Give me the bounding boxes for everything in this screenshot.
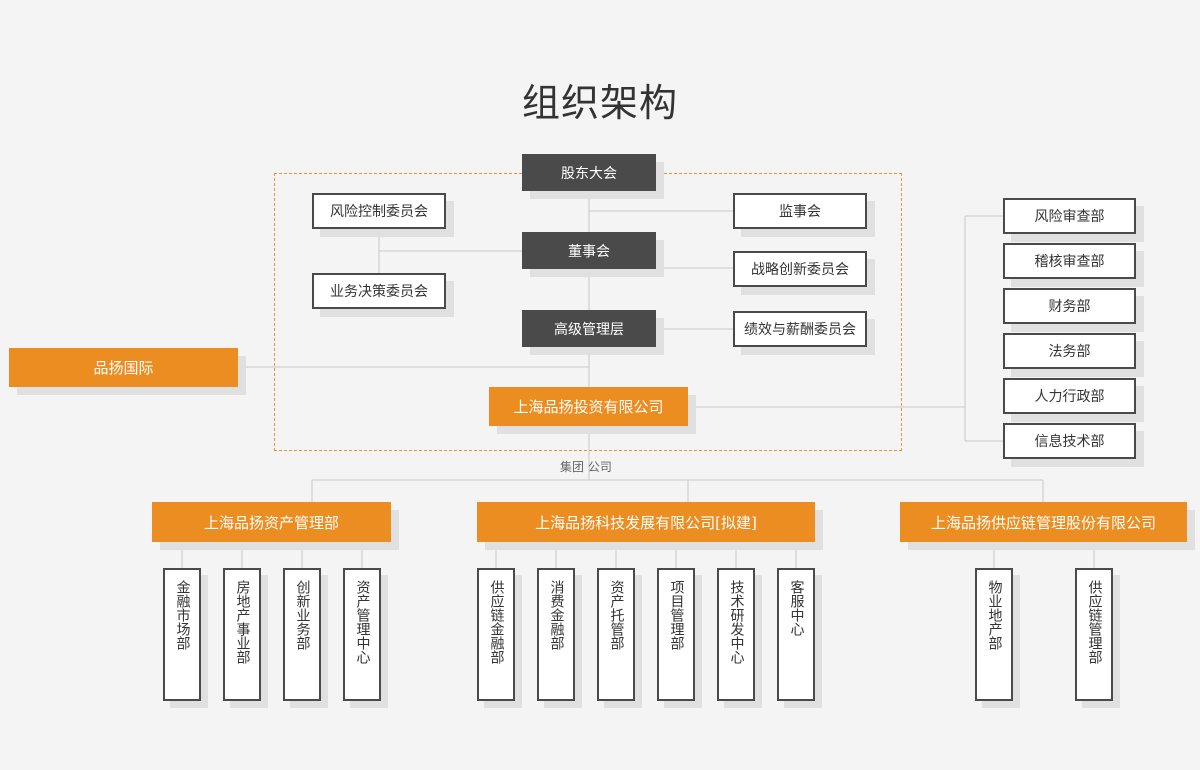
unit-financial-market: 金融市场部 xyxy=(163,568,201,701)
unit-project-management: 项目管理部 xyxy=(657,568,695,701)
subsidiary-tech-development: 上海品扬科技发展有限公司[拟建] xyxy=(477,502,815,542)
pinyang-international-node: 品扬国际 xyxy=(9,348,238,387)
unit-asset-management-center: 资产管理中心 xyxy=(343,568,381,701)
unit-tech-rd-center: 技术研发中心 xyxy=(717,568,755,701)
unit-innovation-business: 创新业务部 xyxy=(283,568,321,701)
board-of-directors-node: 董事会 xyxy=(522,232,656,269)
shareholders-meeting-node: 股东大会 xyxy=(522,154,656,191)
shanghai-investment-node: 上海品扬投资有限公司 xyxy=(489,387,688,426)
group-company-note: 集团 公司 xyxy=(560,460,612,474)
subsidiary-supply-chain: 上海品扬供应链管理股份有限公司 xyxy=(900,502,1187,542)
unit-real-estate: 房地产事业部 xyxy=(223,568,261,701)
unit-supply-chain-finance: 供应链金融部 xyxy=(477,568,515,701)
dept-audit-review: 稽核审查部 xyxy=(1003,243,1136,279)
dept-it: 信息技术部 xyxy=(1003,423,1136,459)
unit-consumer-finance: 消费金融部 xyxy=(537,568,575,701)
dept-legal: 法务部 xyxy=(1003,333,1136,369)
risk-control-committee-node: 风险控制委员会 xyxy=(312,193,446,229)
unit-customer-service: 客服中心 xyxy=(777,568,815,701)
supervisory-board-node: 监事会 xyxy=(733,193,867,229)
subsidiary-asset-management: 上海品扬资产管理部 xyxy=(152,502,391,542)
unit-property-real-estate: 物业地产部 xyxy=(975,568,1013,701)
dept-finance: 财务部 xyxy=(1003,288,1136,324)
business-decision-committee-node: 业务决策委员会 xyxy=(312,273,446,309)
unit-asset-custody: 资产托管部 xyxy=(597,568,635,701)
unit-supply-chain-management: 供应链管理部 xyxy=(1075,568,1113,701)
dept-hr-admin: 人力行政部 xyxy=(1003,378,1136,414)
senior-management-node: 高级管理层 xyxy=(522,310,656,347)
page-title: 组织架构 xyxy=(521,81,678,125)
dept-risk-review: 风险审查部 xyxy=(1003,198,1136,234)
strategy-innovation-committee-node: 战略创新委员会 xyxy=(733,251,867,287)
compensation-committee-node: 绩效与薪酬委员会 xyxy=(733,311,867,347)
